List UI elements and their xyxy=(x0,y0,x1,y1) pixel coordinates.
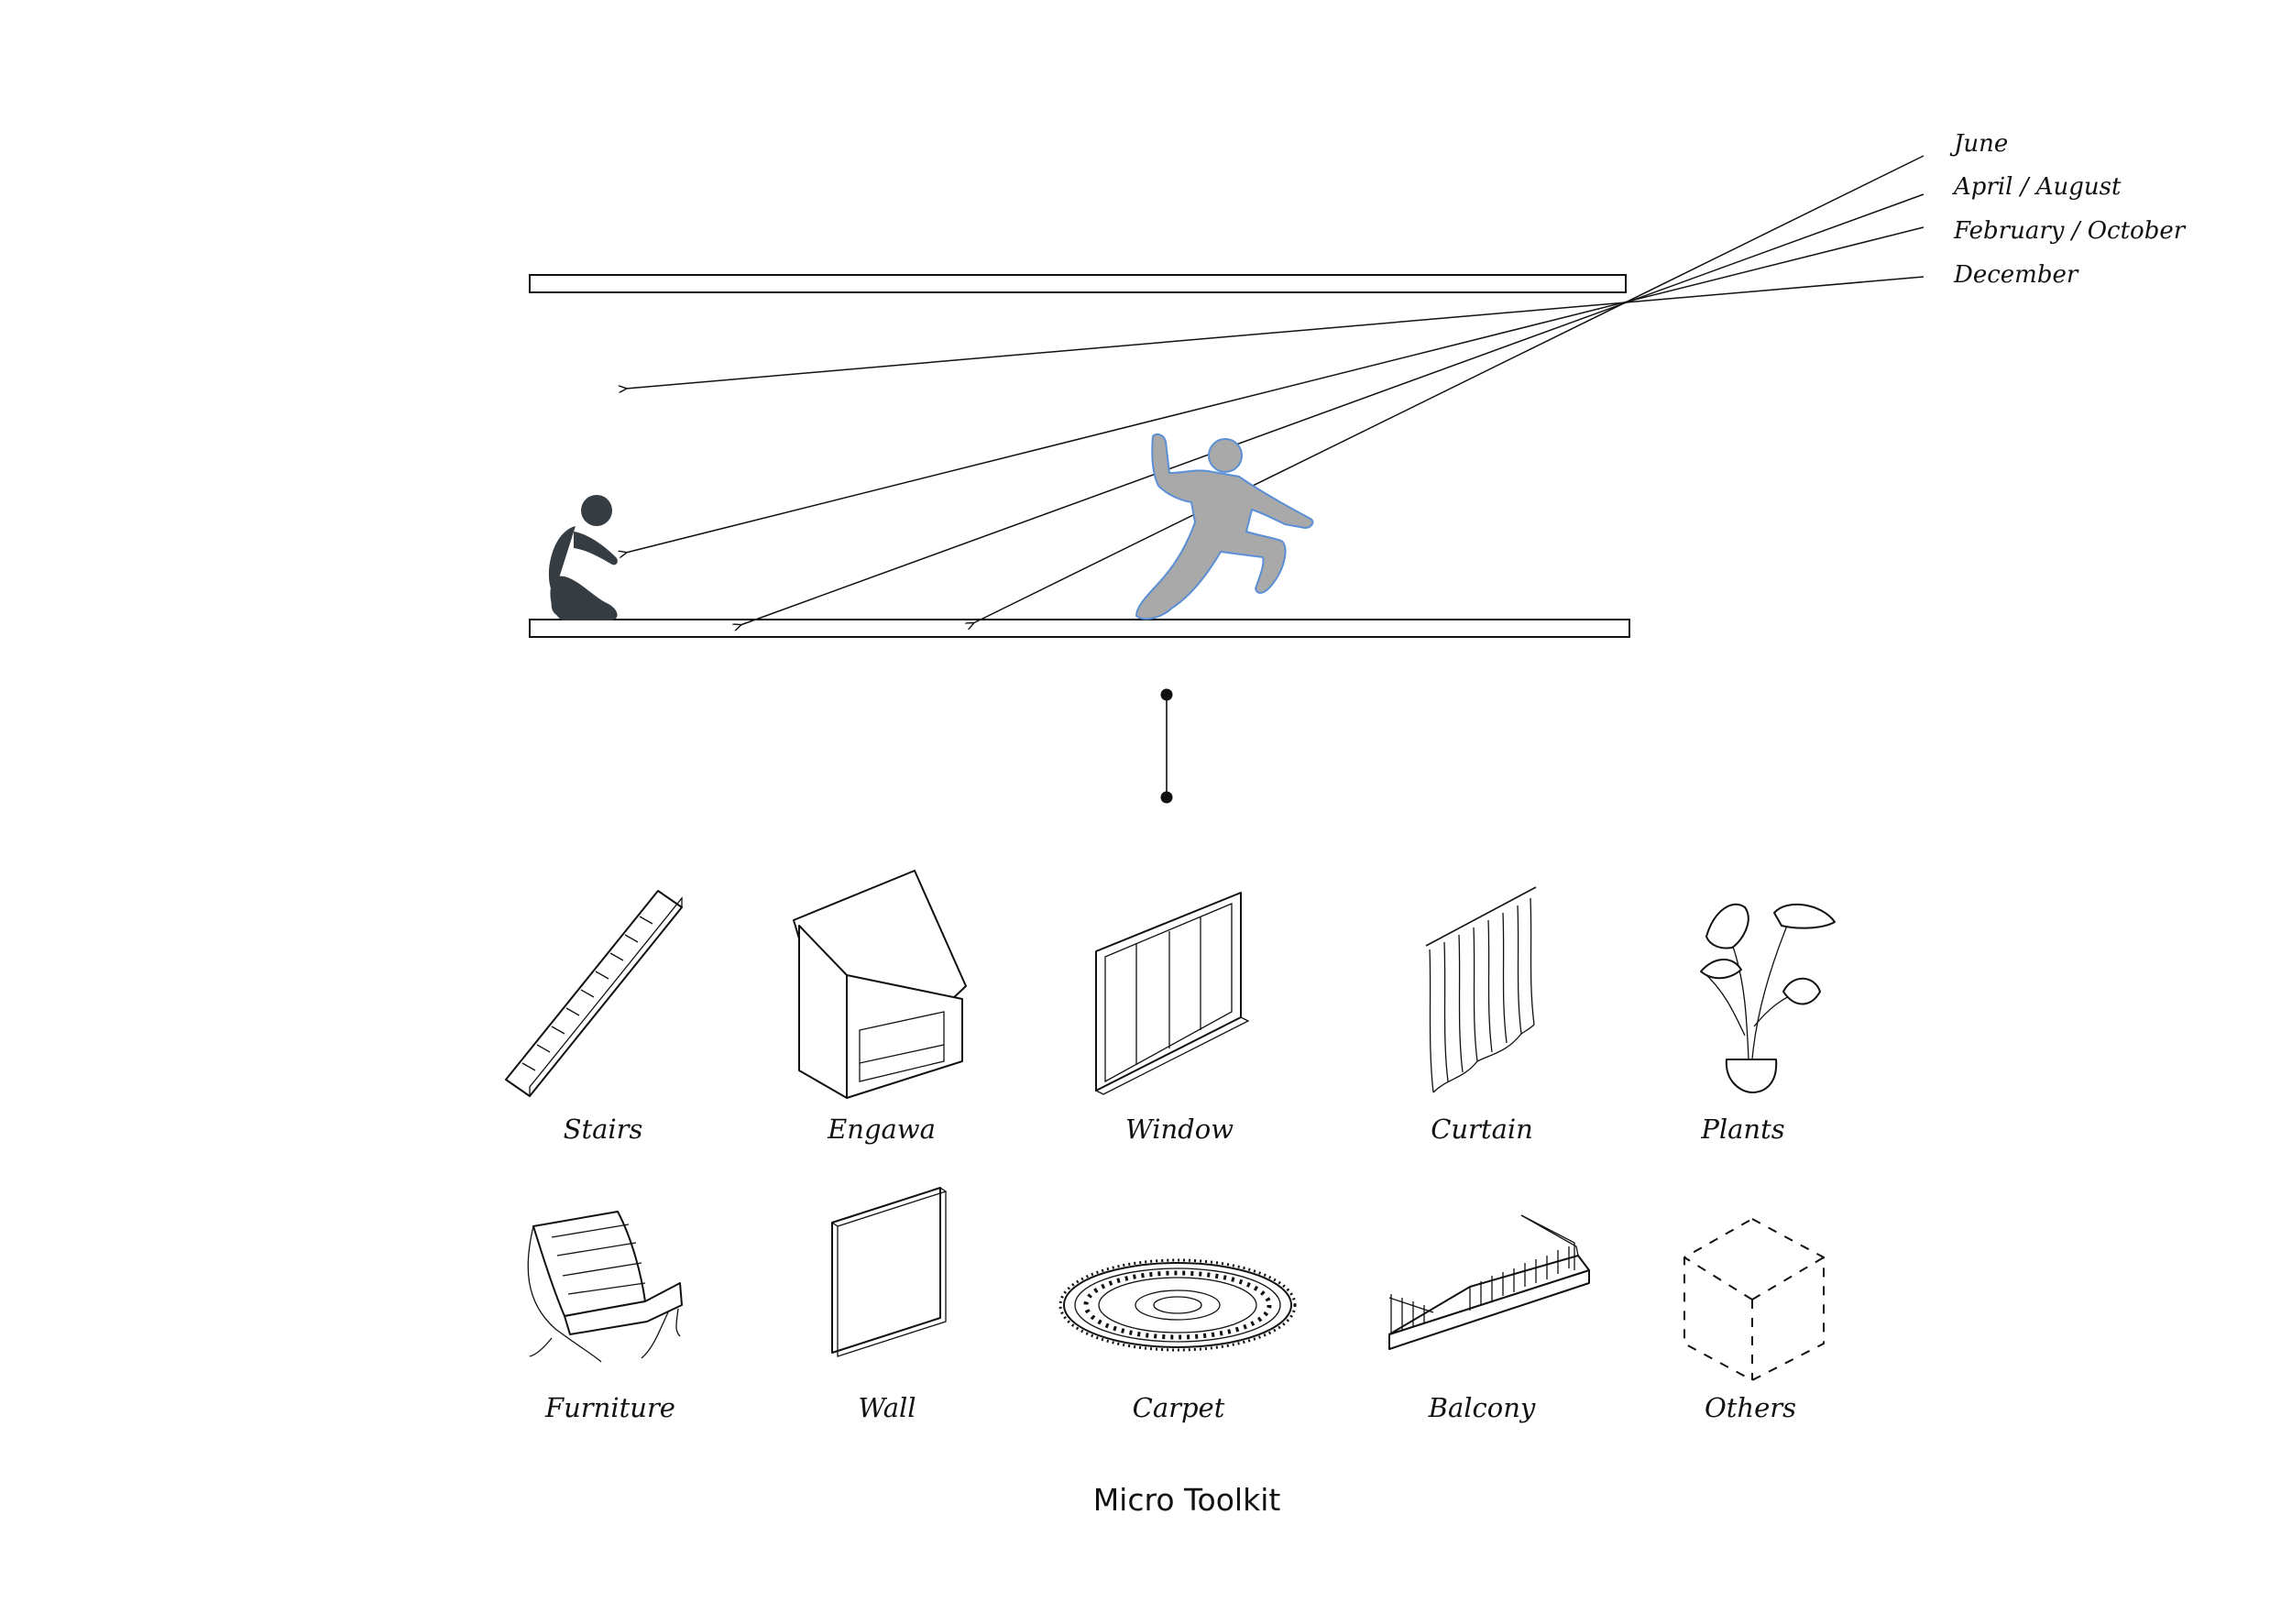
floor-slab xyxy=(529,619,1630,638)
label-june: June xyxy=(1949,130,2008,158)
roof-slab xyxy=(529,274,1627,293)
balcony-icon xyxy=(1388,1214,1590,1350)
label-april-august: April / August xyxy=(1952,173,2122,201)
ray-december xyxy=(626,276,1925,389)
engawa-icon xyxy=(793,870,967,1099)
others-icon xyxy=(1683,1217,1825,1382)
label-window: Window xyxy=(1125,1114,1234,1145)
label-stairs: Stairs xyxy=(564,1114,643,1145)
label-december: December xyxy=(1953,261,2079,289)
wall-icon xyxy=(831,1187,948,1357)
label-others: Others xyxy=(1705,1392,1796,1423)
sun-ray-lines xyxy=(626,155,1925,625)
curtain-icon xyxy=(1425,886,1537,1093)
label-wall: Wall xyxy=(858,1392,916,1423)
label-february-october: February / October xyxy=(1953,217,2187,245)
label-curtain: Curtain xyxy=(1431,1114,1533,1145)
toolkit-row-1: Stairs Engawa Window Curtain Plants xyxy=(505,870,1836,1145)
month-labels: June April / August February / October D… xyxy=(1949,130,2187,289)
window-icon xyxy=(1095,892,1250,1095)
label-furniture: Furniture xyxy=(544,1392,675,1423)
diagram-title: Micro Toolkit xyxy=(1093,1482,1281,1518)
connector xyxy=(1160,688,1173,804)
running-person-figure xyxy=(1135,433,1314,620)
carpet-icon xyxy=(1058,1258,1297,1352)
label-carpet: Carpet xyxy=(1133,1392,1225,1423)
ray-june xyxy=(973,155,1925,623)
ray-april-august xyxy=(740,193,1925,625)
label-balcony: Balcony xyxy=(1428,1392,1536,1423)
ray-february-october xyxy=(626,226,1925,553)
crouching-person-figure xyxy=(548,495,618,620)
plants-icon xyxy=(1700,903,1836,1093)
label-plants: Plants xyxy=(1700,1114,1784,1145)
sunlight-section: June April / August February / October D… xyxy=(529,130,2187,804)
stairs-icon xyxy=(505,890,683,1097)
furniture-icon xyxy=(527,1211,683,1363)
toolkit-row-2: Furniture Wall Carpet Balcony Others xyxy=(527,1187,1825,1423)
label-engawa: Engawa xyxy=(827,1114,936,1145)
